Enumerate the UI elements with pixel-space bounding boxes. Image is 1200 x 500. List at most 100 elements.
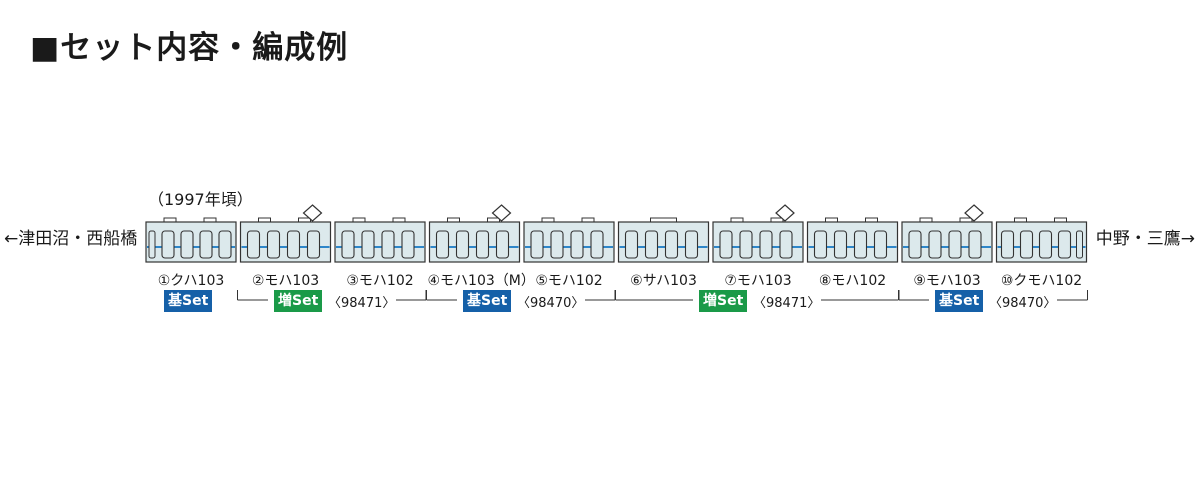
car-9 bbox=[901, 204, 993, 263]
set-product-code: 〈98470〉 bbox=[517, 296, 585, 311]
roof-vent bbox=[203, 217, 217, 223]
roof-vent bbox=[730, 217, 744, 223]
car-stripe bbox=[714, 246, 802, 248]
page-title: ■セット内容・編成例 bbox=[30, 30, 349, 66]
car-7 bbox=[712, 204, 804, 263]
car-label: ③モハ102 bbox=[346, 273, 414, 289]
car-door bbox=[813, 230, 828, 259]
cab-window bbox=[1076, 230, 1083, 259]
car-door bbox=[948, 230, 962, 259]
car-door bbox=[495, 230, 510, 259]
car-door bbox=[455, 230, 470, 259]
car-stripe bbox=[430, 246, 519, 248]
car-door bbox=[286, 230, 301, 259]
set-product-code: 〈98470〉 bbox=[989, 296, 1057, 311]
roof-vent bbox=[1014, 217, 1027, 223]
roof-equipment bbox=[650, 217, 677, 223]
car-door bbox=[664, 230, 679, 259]
car-door bbox=[928, 230, 942, 259]
add-on-set-badge: 増Set bbox=[274, 290, 323, 312]
car-door bbox=[341, 230, 355, 259]
car-label: ⑥サハ103 bbox=[630, 273, 697, 289]
roof-vent bbox=[392, 217, 406, 223]
car-door bbox=[1057, 230, 1072, 259]
car-door bbox=[853, 230, 868, 259]
set-product-code: 〈98471〉 bbox=[753, 296, 821, 311]
car-door bbox=[759, 230, 773, 259]
pantograph-icon bbox=[302, 204, 323, 222]
roof-vent bbox=[447, 217, 460, 223]
car-door bbox=[218, 230, 232, 259]
car-label: ②モハ103 bbox=[251, 273, 320, 289]
pantograph-icon bbox=[491, 204, 512, 222]
base-set-badge: 基Set bbox=[164, 290, 213, 312]
car-door bbox=[873, 230, 888, 259]
car-label: ⑤モハ102 bbox=[535, 273, 603, 289]
car-1 bbox=[145, 217, 237, 263]
car-door bbox=[968, 230, 982, 259]
pantograph-icon bbox=[775, 204, 795, 222]
car-door bbox=[719, 230, 733, 259]
car-stripe bbox=[808, 246, 897, 248]
base-set-badge: 基Set bbox=[935, 290, 984, 312]
destination-right: 中野・三鷹→ bbox=[1095, 229, 1195, 249]
base-set-badge: 基Set bbox=[463, 290, 512, 312]
roof-vent bbox=[581, 217, 595, 223]
car-stripe bbox=[525, 246, 613, 248]
roof-vent bbox=[825, 217, 838, 223]
car-stripe bbox=[241, 246, 330, 248]
set-product-code: 〈98471〉 bbox=[328, 296, 396, 311]
car-door bbox=[908, 230, 922, 259]
car-door bbox=[1038, 230, 1053, 259]
car-10 bbox=[995, 217, 1088, 263]
car-door bbox=[624, 230, 639, 259]
roof-vent bbox=[865, 217, 878, 223]
car-label: ⑨モハ103 bbox=[913, 273, 981, 289]
car-door bbox=[550, 230, 564, 259]
destination-left: ←津田沼・西船橋 bbox=[4, 229, 138, 249]
roof-vent bbox=[770, 217, 784, 223]
roof-vent bbox=[258, 217, 271, 223]
car-door bbox=[530, 230, 544, 259]
car-stripe bbox=[336, 246, 424, 248]
car-door bbox=[306, 230, 321, 259]
roof-vent bbox=[1054, 217, 1067, 223]
car-3 bbox=[334, 217, 426, 263]
car-8 bbox=[806, 217, 899, 263]
roof-vent bbox=[487, 217, 500, 223]
cab-window bbox=[148, 230, 156, 259]
car-label: ④モハ103（M） bbox=[427, 273, 535, 289]
roof-vent bbox=[959, 217, 973, 223]
car-label: ⑦モハ103 bbox=[724, 273, 792, 289]
roof-vent bbox=[352, 217, 366, 223]
car-door bbox=[246, 230, 261, 259]
car-door bbox=[684, 230, 699, 259]
pantograph-icon bbox=[964, 204, 984, 222]
car-door bbox=[401, 230, 415, 259]
roof-vent bbox=[541, 217, 555, 223]
car-label: ⑩クモハ102 bbox=[1000, 273, 1083, 289]
car-door bbox=[475, 230, 490, 259]
car-door bbox=[1000, 230, 1015, 259]
roof-vent bbox=[298, 217, 311, 223]
car-door bbox=[435, 230, 450, 259]
add-on-set-badge: 増Set bbox=[699, 290, 748, 312]
car-4 bbox=[428, 204, 521, 263]
car-label: ⑧モハ102 bbox=[818, 273, 887, 289]
car-label: ①クハ103 bbox=[157, 273, 225, 289]
car-door bbox=[361, 230, 375, 259]
set-bracket-5 bbox=[898, 290, 1088, 301]
car-door bbox=[381, 230, 395, 259]
roof-vent bbox=[919, 217, 933, 223]
car-door bbox=[180, 230, 194, 259]
car-door bbox=[833, 230, 848, 259]
car-door bbox=[779, 230, 793, 259]
car-5 bbox=[523, 217, 615, 263]
car-6 bbox=[617, 217, 710, 263]
car-door bbox=[570, 230, 584, 259]
car-2 bbox=[239, 204, 332, 263]
car-door bbox=[590, 230, 604, 259]
roof-vent bbox=[163, 217, 177, 223]
car-door bbox=[739, 230, 753, 259]
